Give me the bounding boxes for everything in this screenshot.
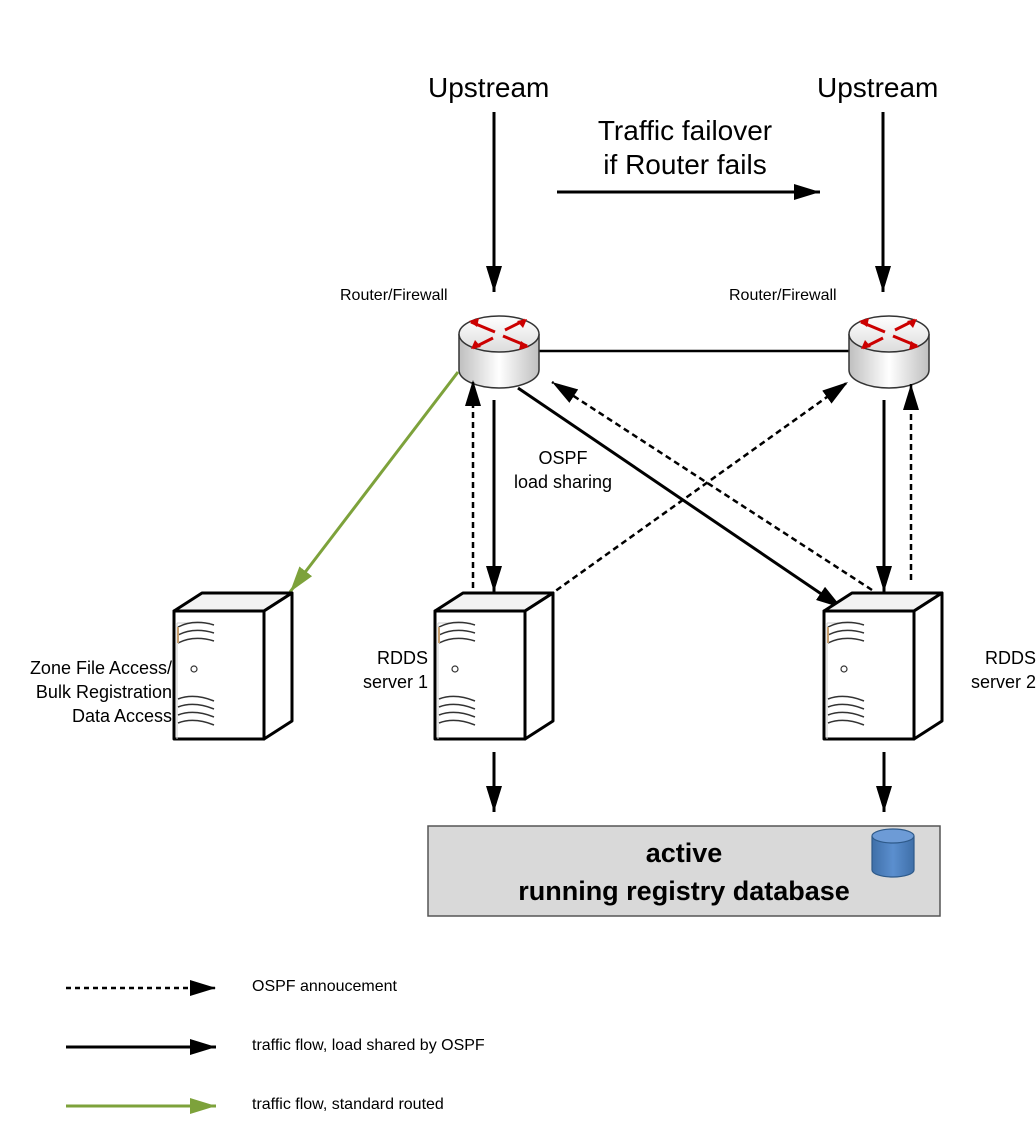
rdds2-ospf-announce-to-router1-arrow bbox=[551, 380, 873, 592]
database-label: active running registry database bbox=[428, 826, 940, 910]
rdds1-ospf-announce-to-router2-arrow bbox=[539, 380, 849, 604]
zone-line1: Zone File Access/ bbox=[29, 658, 172, 678]
legend-traffic-standard-label: traffic flow, standard routed bbox=[252, 1096, 444, 1113]
legend-traffic-ospf-label: traffic flow, load shared by OSPF bbox=[252, 1037, 485, 1054]
failover-label: Traffic failover if Router fails bbox=[560, 114, 810, 182]
zone-line3: Data Access bbox=[71, 706, 172, 726]
failover-line1: Traffic failover bbox=[597, 115, 773, 146]
rdds1-line1: RDDS bbox=[376, 648, 428, 668]
rdds1-line2: server 1 bbox=[362, 672, 428, 692]
database-line1: active bbox=[645, 838, 723, 868]
ospf-line2: load sharing bbox=[513, 472, 613, 492]
legend-ospf-announcement-label: OSPF annoucement bbox=[252, 978, 397, 995]
router-right-icon bbox=[847, 314, 931, 390]
upstream-left-label: Upstream bbox=[428, 72, 550, 103]
rdds1-label: RDDS server 1 bbox=[330, 646, 428, 694]
rdds2-line1: RDDS bbox=[984, 648, 1036, 668]
ospf-load-sharing-label: OSPF load sharing bbox=[498, 446, 628, 494]
router1-to-rdds2-arrow bbox=[517, 386, 843, 610]
router-left-label: Router/Firewall bbox=[340, 287, 448, 304]
rdds2-label: RDDS server 2 bbox=[946, 646, 1036, 694]
zone-line2: Bulk Registration bbox=[35, 682, 172, 702]
router-left-icon bbox=[457, 314, 541, 390]
server-rdds2-icon bbox=[822, 591, 944, 741]
ospf-line1: OSPF bbox=[538, 448, 588, 468]
database-box bbox=[427, 825, 941, 917]
rdds2-line2: server 2 bbox=[970, 672, 1036, 692]
router-right-label: Router/Firewall bbox=[729, 287, 837, 304]
zone-file-access-label: Zone File Access/ Bulk Registration Data… bbox=[0, 656, 172, 728]
server-zone-icon bbox=[172, 591, 294, 741]
failover-line2: if Router fails bbox=[603, 149, 767, 180]
upstream-right-label: Upstream bbox=[817, 72, 939, 103]
green-standard-route-arrow bbox=[288, 371, 460, 593]
database-icon bbox=[871, 828, 915, 878]
database-line2: running registry database bbox=[518, 876, 850, 906]
server-rdds1-icon bbox=[433, 591, 555, 741]
